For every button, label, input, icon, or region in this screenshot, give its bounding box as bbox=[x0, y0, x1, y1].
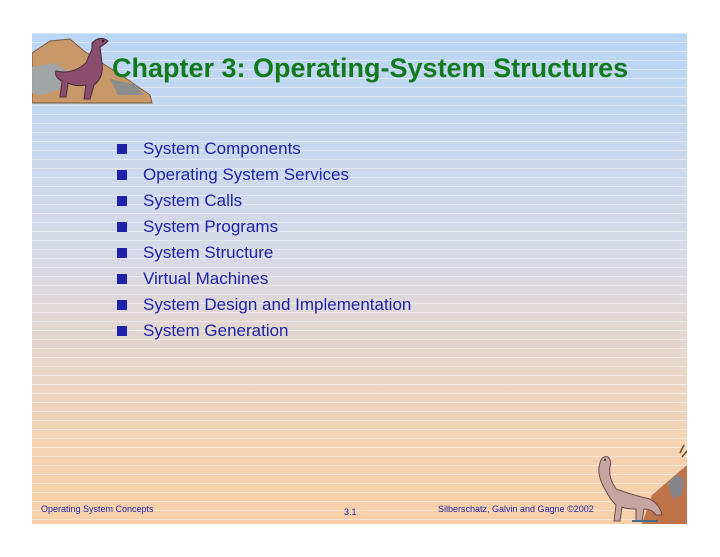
square-bullet-icon bbox=[117, 222, 127, 232]
list-item: System Components bbox=[115, 136, 411, 162]
bullet-text: System Components bbox=[143, 139, 301, 158]
square-bullet-icon bbox=[117, 248, 127, 258]
list-item: System Structure bbox=[115, 240, 411, 266]
square-bullet-icon bbox=[117, 196, 127, 206]
bullet-text: System Design and Implementation bbox=[143, 295, 412, 314]
square-bullet-icon bbox=[117, 300, 127, 310]
slide-title: Chapter 3: Operating-System Structures bbox=[112, 53, 629, 83]
list-item: System Calls bbox=[115, 188, 411, 214]
square-bullet-icon bbox=[117, 326, 127, 336]
bullet-text: Operating System Services bbox=[143, 165, 349, 184]
bullet-text: System Generation bbox=[143, 321, 289, 340]
square-bullet-icon bbox=[117, 274, 127, 284]
footer-page-number: 3.1 bbox=[344, 507, 357, 517]
background-stripes bbox=[32, 33, 687, 524]
list-item: System Generation bbox=[115, 318, 411, 344]
dinosaur-top-left-icon bbox=[32, 37, 153, 104]
bullet-text: System Programs bbox=[143, 217, 279, 236]
list-item: Virtual Machines bbox=[115, 266, 411, 292]
footer-course-title: Operating System Concepts bbox=[41, 504, 154, 514]
square-bullet-icon bbox=[117, 170, 127, 180]
dinosaur-bottom-right-icon bbox=[598, 444, 687, 524]
list-item: System Programs bbox=[115, 214, 411, 240]
slide: Chapter 3: Operating-System Structures S… bbox=[32, 33, 687, 524]
list-item: Operating System Services bbox=[115, 162, 411, 188]
bullet-text: System Calls bbox=[143, 191, 243, 210]
bullet-text: System Structure bbox=[143, 243, 274, 262]
square-bullet-icon bbox=[117, 144, 127, 154]
bullet-list: System Components Operating System Servi… bbox=[115, 136, 411, 344]
bullet-text: Virtual Machines bbox=[143, 269, 269, 288]
list-item: System Design and Implementation bbox=[115, 292, 411, 318]
footer-copyright: Silberschatz, Galvin and Gagne ©2002 bbox=[438, 504, 594, 514]
